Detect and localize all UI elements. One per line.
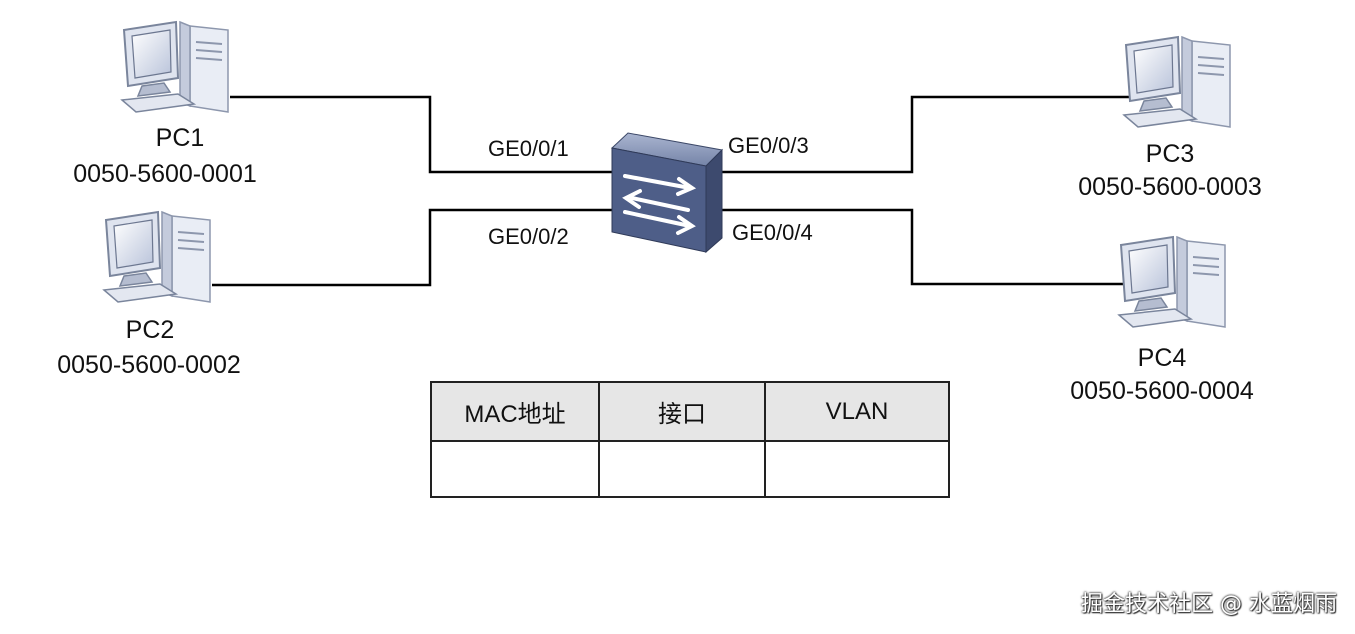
pc4-icon: [1118, 236, 1226, 328]
pc1-name: PC1: [155, 124, 205, 152]
pc4-mac: 0050-5600-0004: [1070, 377, 1254, 405]
cell-vlan: [764, 440, 950, 498]
col-header-vlan: VLAN: [764, 381, 950, 442]
link-pc4-ge004: [720, 208, 1125, 286]
link-pc1-ge001: [230, 95, 612, 174]
cell-interface: [598, 440, 766, 498]
pc4-name: PC4: [1137, 344, 1187, 372]
pc1-mac: 0050-5600-0001: [73, 160, 257, 188]
link-pc2-ge002: [212, 208, 612, 287]
port-ge001-label: GE0/0/1: [488, 136, 569, 161]
pc2-name: PC2: [125, 316, 175, 344]
links: [212, 95, 1130, 287]
link-pc3-ge003: [720, 95, 1130, 174]
port-ge004-label: GE0/0/4: [732, 220, 813, 245]
pc3-icon: [1123, 36, 1231, 128]
cell-mac: [430, 440, 600, 498]
pc2-mac: 0050-5600-0002: [57, 351, 241, 379]
switch-icon: [610, 132, 724, 254]
port-ge002-label: GE0/0/2: [488, 224, 569, 249]
pc3-mac: 0050-5600-0003: [1078, 173, 1262, 201]
mac-address-table: MAC地址 接口 VLAN: [430, 381, 950, 498]
pc2-icon: [103, 211, 211, 303]
pc3-name: PC3: [1145, 140, 1195, 168]
port-ge003-label: GE0/0/3: [728, 133, 809, 158]
col-header-interface: 接口: [598, 381, 766, 442]
pc1-icon: [121, 21, 229, 113]
watermark: 掘金技术社区 @ 水蓝烟雨: [1081, 592, 1337, 617]
table-header-row: MAC地址 接口 VLAN: [430, 381, 950, 442]
table-row: [430, 440, 950, 498]
col-header-mac: MAC地址: [430, 381, 600, 442]
